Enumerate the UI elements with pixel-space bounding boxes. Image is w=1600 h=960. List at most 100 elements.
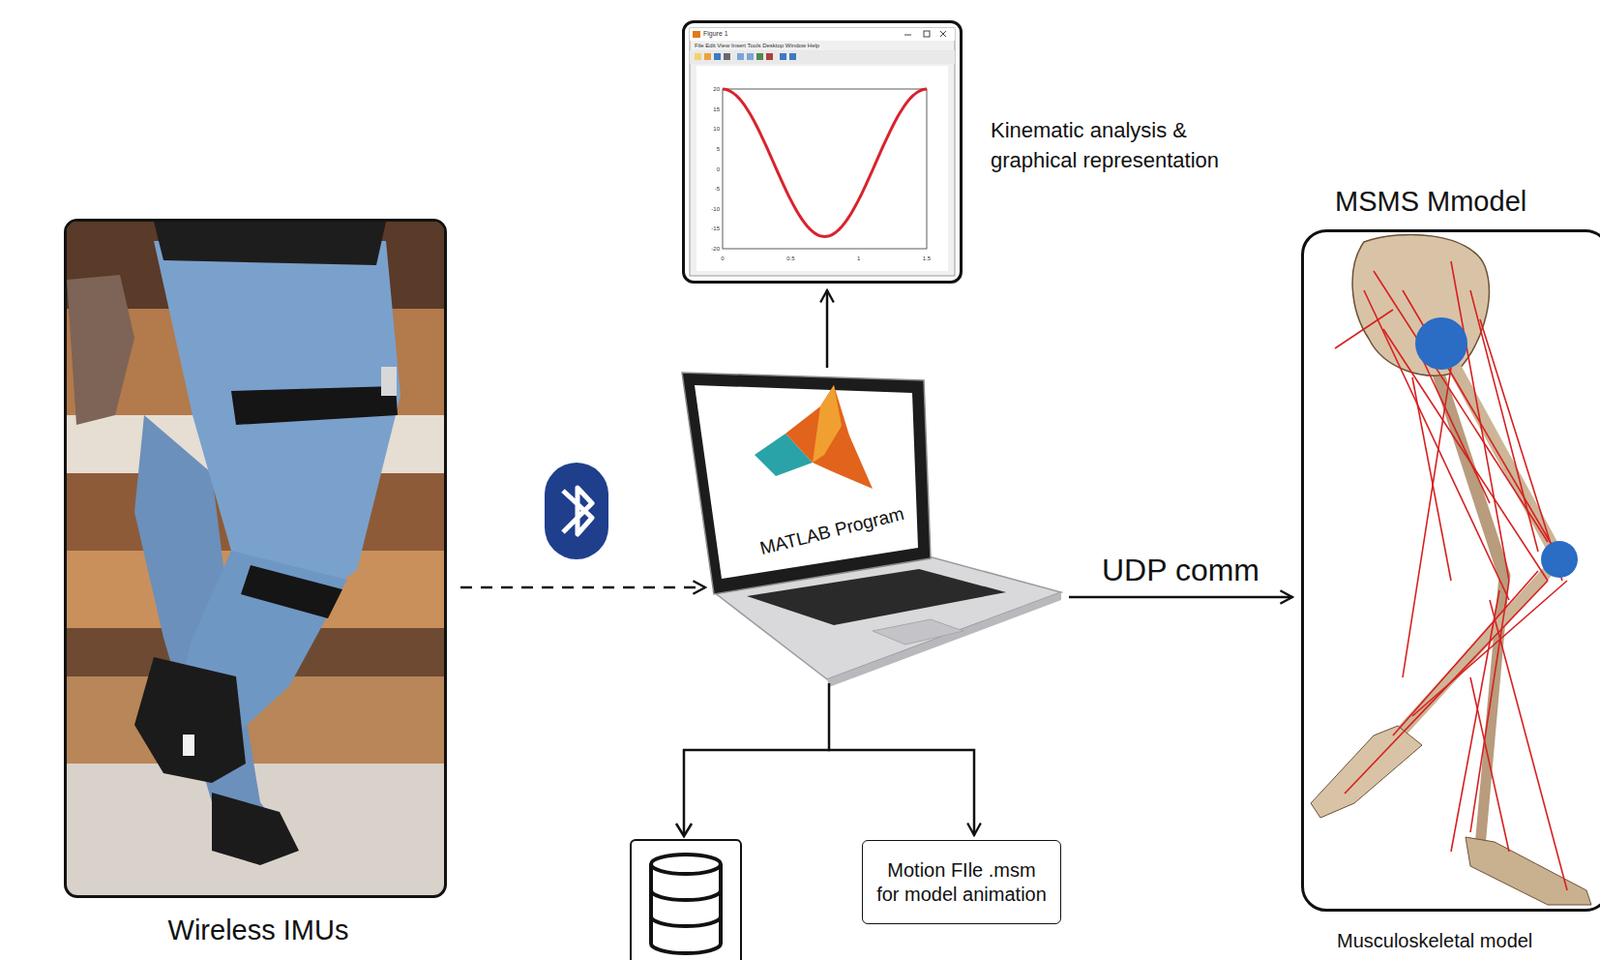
axis-tick: 1.5 bbox=[922, 255, 931, 262]
matlab-figure-window bbox=[723, 53, 731, 60]
matlab-figure-window bbox=[722, 88, 927, 249]
leg-photo bbox=[381, 366, 397, 396]
matlab-figure-window bbox=[694, 53, 702, 60]
axis-tick: -20 bbox=[711, 245, 720, 252]
skeleton-model bbox=[1480, 319, 1563, 581]
matlab-figure-window bbox=[689, 28, 955, 276]
model-caption: Musculoskeletal model bbox=[1336, 928, 1599, 953]
laptop-node: MATLAB Program bbox=[711, 372, 1065, 682]
box-text: Motion FIle .msm for model animation bbox=[875, 858, 1048, 907]
skeleton-model bbox=[1334, 309, 1393, 349]
matlab-figure-window bbox=[766, 53, 773, 60]
matlab-figure-window bbox=[923, 30, 930, 37]
axis-tick: 20 bbox=[712, 86, 720, 92]
axis-tick: -15 bbox=[711, 225, 720, 232]
skeleton-model bbox=[1412, 377, 1452, 581]
matlab-figure-window bbox=[689, 28, 955, 276]
database-icon bbox=[651, 889, 721, 953]
axis-tick: -10 bbox=[711, 206, 720, 212]
skeleton-model bbox=[1363, 290, 1510, 600]
skeleton-model bbox=[1540, 540, 1578, 578]
frame-caption: Wireless IMUs bbox=[66, 912, 450, 948]
skeleton-model bbox=[1489, 599, 1568, 890]
axis-tick: 15 bbox=[712, 106, 720, 113]
matlab-figure-window bbox=[692, 30, 701, 38]
branch-arrow bbox=[676, 823, 692, 836]
database-icon bbox=[651, 854, 721, 874]
skeleton-model bbox=[1415, 317, 1468, 370]
window-title: Figure 1 bbox=[703, 29, 729, 37]
leg-photo bbox=[211, 792, 299, 865]
skeleton-model bbox=[1402, 367, 1452, 678]
connector-arrow bbox=[460, 586, 706, 590]
menu-bar: File Edit View Insert Tools Desktop Wind… bbox=[694, 42, 820, 49]
connector-arrow bbox=[829, 682, 975, 835]
laptop-illustration bbox=[681, 372, 931, 594]
model-title: MSMS Mmodel bbox=[1334, 183, 1597, 219]
matlab-figure-window bbox=[704, 53, 712, 60]
skeleton-model bbox=[1392, 570, 1539, 736]
bluetooth-icon bbox=[544, 462, 609, 560]
axis-tick: -5 bbox=[714, 185, 720, 192]
laptop-illustration bbox=[872, 619, 964, 645]
database-icon bbox=[630, 839, 741, 960]
axis-tick: 1 bbox=[857, 255, 860, 262]
leg-photo bbox=[153, 240, 401, 599]
matlab-figure-window bbox=[689, 28, 955, 41]
skeleton-model bbox=[1470, 677, 1510, 852]
axis-tick: 10 bbox=[712, 125, 720, 132]
branch-arrow bbox=[683, 749, 830, 834]
skeleton-model bbox=[1465, 836, 1592, 905]
skeleton-model bbox=[1451, 590, 1500, 852]
laptop-illustration bbox=[785, 385, 873, 489]
skeleton-model bbox=[1397, 565, 1553, 736]
matlab-figure-window bbox=[789, 53, 797, 60]
leg-photo bbox=[66, 221, 445, 895]
database-icon bbox=[651, 863, 721, 944]
branch-arrow bbox=[676, 749, 830, 836]
leg-photo bbox=[134, 656, 246, 783]
matlab-figure-window bbox=[940, 30, 947, 37]
laptop-illustration bbox=[681, 372, 1062, 687]
model-frame: MSMS MmodelMusculoskeletal model bbox=[1301, 229, 1600, 912]
skeleton-model bbox=[1310, 234, 1592, 905]
bluetooth-icon bbox=[544, 462, 609, 560]
leg-photo bbox=[240, 564, 343, 619]
leg-photo bbox=[153, 221, 386, 266]
skeleton-model bbox=[1334, 261, 1568, 890]
matlab-figure-window bbox=[689, 50, 955, 64]
leg-photo bbox=[66, 221, 445, 895]
leg-photo bbox=[66, 274, 135, 425]
matlab-figure-window bbox=[713, 53, 721, 60]
axis-tick: 0.5 bbox=[786, 255, 795, 262]
connector-arrow bbox=[1068, 595, 1293, 599]
figure-window-frame: Kinematic analysis & graphical represent… bbox=[681, 20, 963, 284]
laptop-illustration bbox=[694, 385, 919, 579]
database-icon bbox=[630, 839, 741, 960]
leg-photo bbox=[66, 221, 445, 895]
process-box: Motion FIle .msm for model animation bbox=[861, 839, 1062, 924]
leg-photo bbox=[182, 734, 195, 756]
edge-label: UDP comm bbox=[1099, 554, 1262, 586]
axis-tick: 5 bbox=[716, 146, 720, 152]
matlab-figure-window bbox=[779, 53, 787, 60]
axis-tick: 0 bbox=[716, 166, 720, 173]
axis-tick: 0 bbox=[720, 255, 724, 262]
screen-text: MATLAB Program bbox=[749, 500, 916, 563]
skeleton-model bbox=[1470, 290, 1539, 552]
kinematic-curve bbox=[722, 88, 927, 237]
matlab-figure-window bbox=[737, 53, 744, 60]
matlab-figure-window bbox=[746, 53, 754, 60]
skeleton-model bbox=[1412, 580, 1568, 716]
connector-arrow bbox=[826, 290, 830, 368]
laptop-illustration bbox=[812, 385, 842, 463]
bluetooth-icon bbox=[562, 487, 593, 534]
matlab-figure-window bbox=[696, 65, 949, 271]
side-caption: Kinematic analysis & graphical represent… bbox=[990, 116, 1243, 177]
matlab-figure-window bbox=[904, 34, 912, 36]
matlab-figure-window bbox=[756, 53, 764, 60]
